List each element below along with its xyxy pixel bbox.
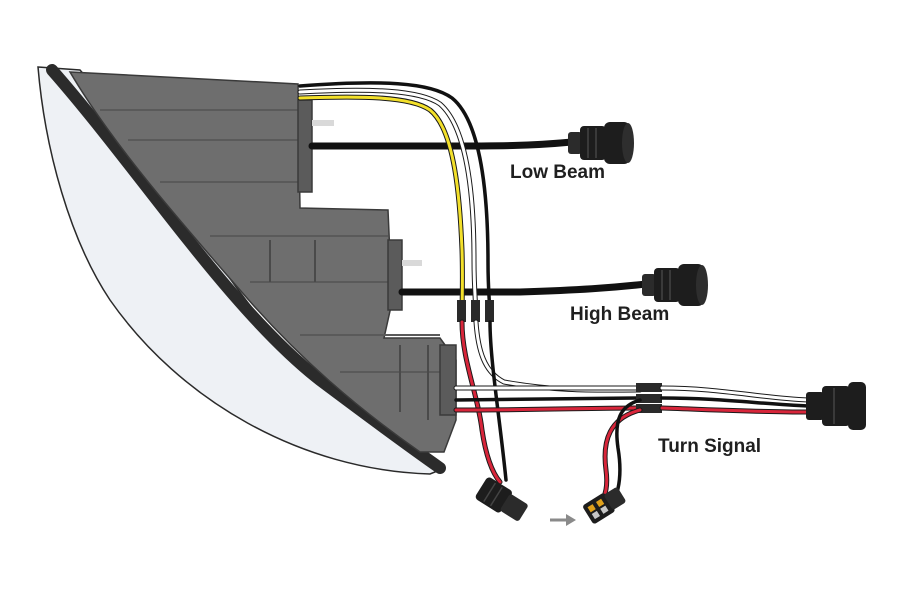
headlight-housing xyxy=(68,71,457,453)
three-pin-plug-connector-icon xyxy=(806,382,866,430)
splice-sleeve xyxy=(636,404,662,413)
high-beam-cable xyxy=(398,280,650,296)
ts-black xyxy=(660,396,810,408)
turn-signal-label: Turn Signal xyxy=(658,436,761,457)
harness-black xyxy=(454,396,642,402)
round-plug-connector-icon xyxy=(642,264,708,306)
round-plug-connector-icon xyxy=(568,122,634,164)
splice-sleeve xyxy=(636,383,662,392)
splice-sleeve xyxy=(457,300,466,322)
bullet-connector-male-icon xyxy=(475,477,528,521)
splice-sleeve xyxy=(636,394,662,403)
white-wire-lower xyxy=(474,320,642,392)
high-beam-label: High Beam xyxy=(570,304,669,325)
bullet-connector-female-icon xyxy=(583,487,626,524)
ts-red xyxy=(660,406,810,414)
wiring xyxy=(297,81,811,508)
harness-red xyxy=(454,406,642,412)
ts-white xyxy=(660,386,810,402)
splice-sleeve xyxy=(485,300,494,322)
red-wire-lower xyxy=(460,320,502,484)
splice-sleeve xyxy=(471,300,480,322)
arrow-right-icon xyxy=(550,514,576,526)
headlight-rim xyxy=(46,64,446,474)
black-wire-top xyxy=(298,81,492,320)
low-beam-cable xyxy=(308,138,576,150)
yellow-wire xyxy=(298,95,464,320)
white-wire-top xyxy=(298,88,478,320)
black-wire-lower xyxy=(488,320,508,482)
low-beam-label: Low Beam xyxy=(510,162,605,183)
